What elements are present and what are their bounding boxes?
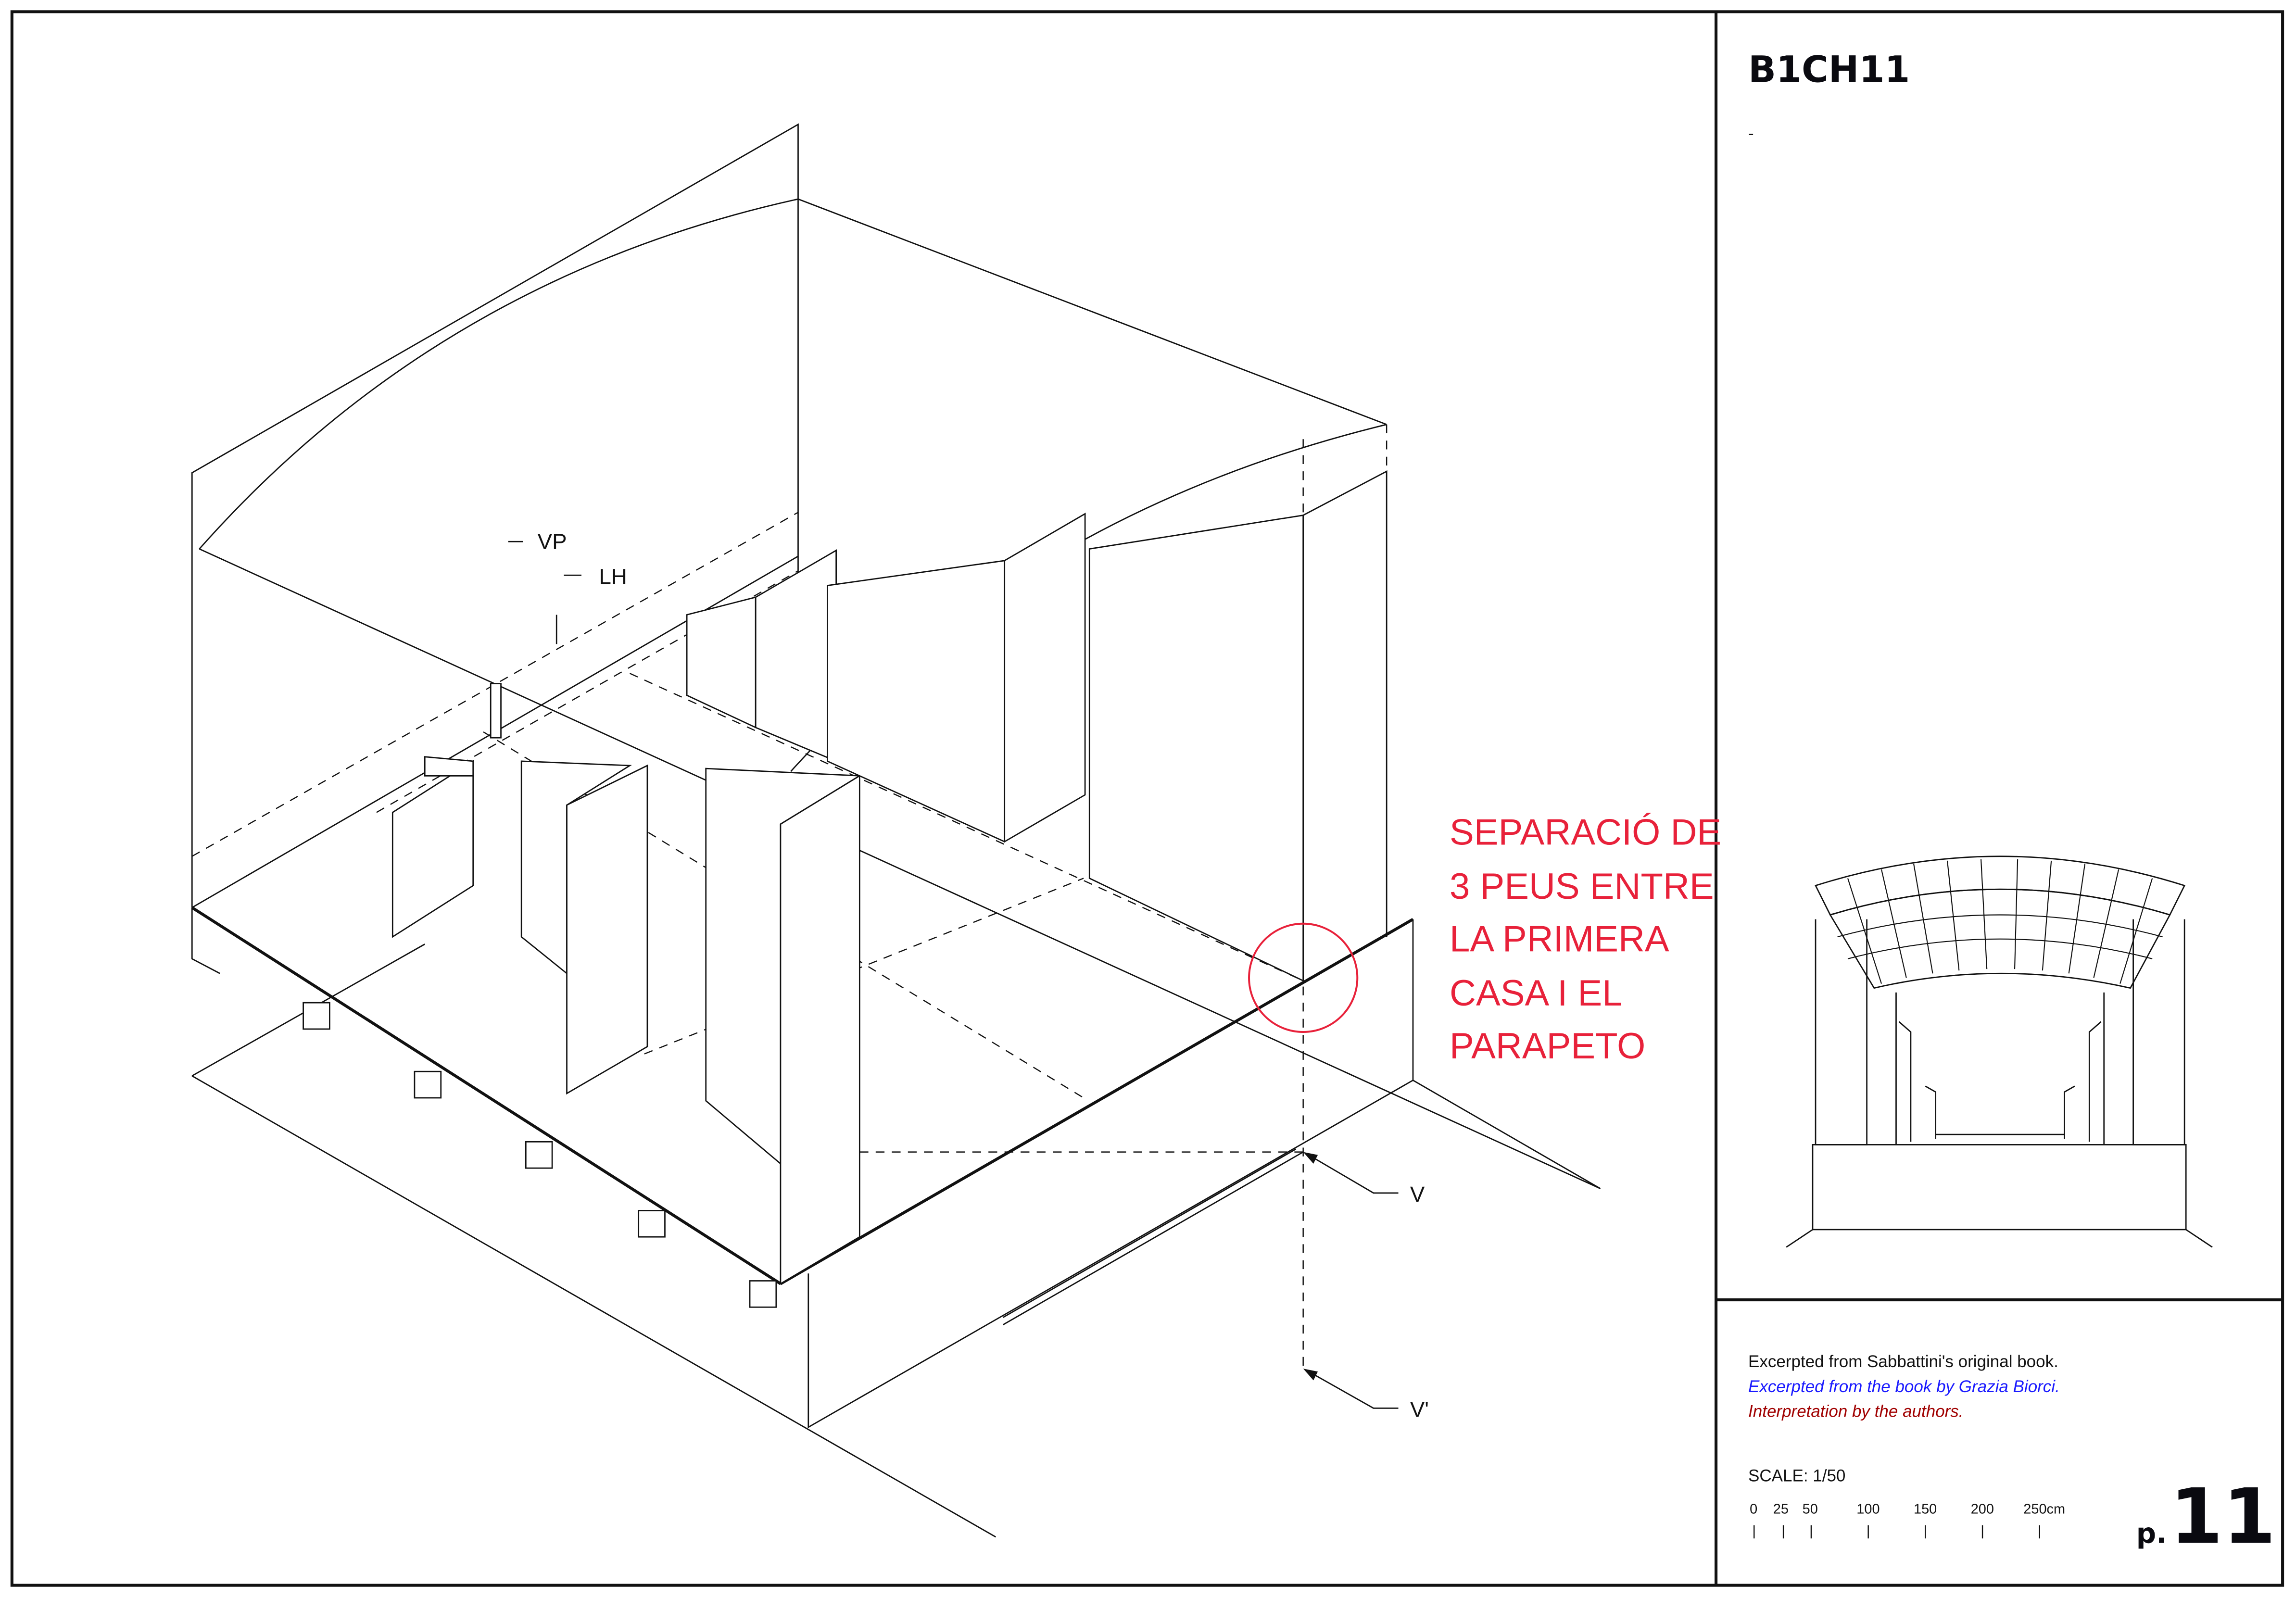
credit-original: Excerpted from Sabbattini's original boo… xyxy=(1748,1352,2058,1371)
label-vp: VP xyxy=(538,529,567,553)
sheet-border xyxy=(10,10,2284,1587)
label-lh: LH xyxy=(599,565,627,589)
arrow-v-prime-icon xyxy=(1303,1369,1318,1381)
annotation-line: CASA I EL xyxy=(1450,973,1622,1014)
scale-tick-label: 200 xyxy=(1971,1501,1994,1517)
scale-label: SCALE: 1/50 xyxy=(1748,1467,1845,1485)
leader-v-prime xyxy=(1306,1369,1399,1409)
scale-tick-label: 150 xyxy=(1914,1501,1937,1517)
arrow-v-icon xyxy=(1303,1152,1318,1164)
label-v: V xyxy=(1410,1182,1425,1207)
leader-v xyxy=(1306,1153,1399,1194)
theater-elevation-thumbnail xyxy=(1786,855,2213,1248)
annotation-line: 3 PEUS ENTRE xyxy=(1450,866,1714,907)
scale-bar: 0 25 50 100 150 200 250cm xyxy=(1750,1501,2065,1539)
sheet-subtitle: - xyxy=(1748,124,1754,143)
annotation-line: SEPARACIÓ DE xyxy=(1450,812,1721,853)
scale-tick-label: 100 xyxy=(1856,1501,1880,1517)
scale-tick-label: 0 xyxy=(1750,1501,1757,1517)
annotation-text: SEPARACIÓ DE 3 PEUS ENTRE LA PRIMERA CAS… xyxy=(1450,812,1721,1066)
highlight-circle xyxy=(1248,922,1359,1033)
sheet-code: B1CH11 xyxy=(1748,48,1910,90)
isometric-stage-drawing xyxy=(191,123,1601,1538)
credit-authors: Interpretation by the authors. xyxy=(1748,1402,1964,1421)
page-prefix: p. xyxy=(2136,1517,2167,1549)
credit-biorci: Excerpted from the book by Grazia Biorci… xyxy=(1748,1377,2060,1396)
scale-tick-label: 50 xyxy=(1803,1501,1818,1517)
scale-tick-label: 25 xyxy=(1773,1501,1789,1517)
annotation-line: LA PRIMERA xyxy=(1450,919,1669,960)
page-number: 11 xyxy=(2170,1472,2276,1561)
scale-tick-label: 250cm xyxy=(2023,1501,2065,1517)
annotation-line: PARAPETO xyxy=(1450,1026,1645,1067)
label-v-prime: V' xyxy=(1410,1397,1429,1422)
